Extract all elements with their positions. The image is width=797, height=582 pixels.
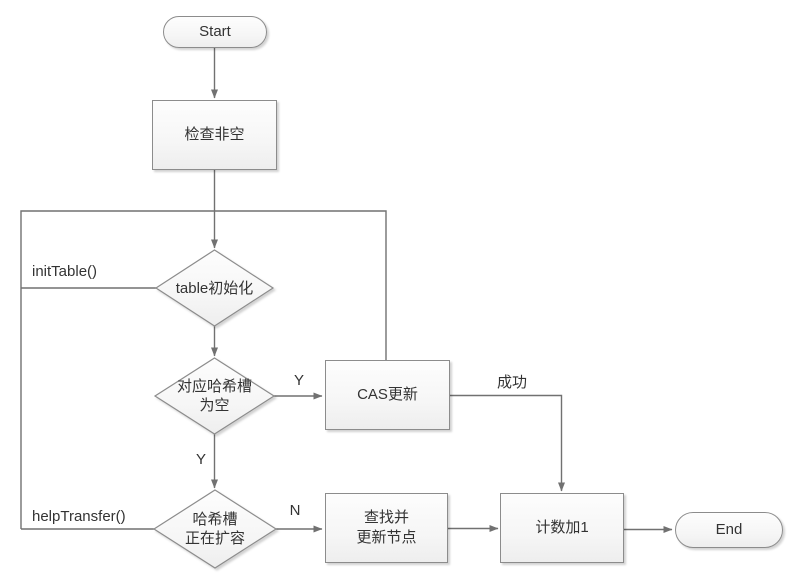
edge-retry-loop (20, 210, 387, 529)
edge-label-init-table: initTable() (32, 263, 98, 280)
node-end: End (675, 512, 783, 548)
edge-label-cas-success: 成功 (496, 374, 527, 391)
edge-label-resizing-no: N (289, 502, 301, 519)
node-find-update-line2: 更新节点 (356, 529, 417, 546)
node-start: Start (163, 16, 267, 48)
decision-slot-resizing-shape (152, 489, 278, 569)
node-increment-count-label: 计数加1 (535, 519, 589, 536)
node-end-label: End (715, 521, 743, 538)
node-increment-count: 计数加1 (500, 493, 624, 563)
edge-label-help-transfer: helpTransfer() (32, 508, 126, 525)
edge-label-slot-empty-yes-down: Y (195, 451, 206, 468)
edge-label-slot-empty-yes-right: Y (293, 372, 304, 389)
node-cas-update: CAS更新 (325, 360, 450, 430)
node-check-nonnull-label: 检查非空 (184, 126, 245, 143)
node-find-update: 查找并 更新节点 (325, 493, 448, 563)
decision-table-init-shape (154, 249, 275, 327)
node-start-label: Start (199, 23, 231, 40)
node-find-update-line1: 查找并 (363, 509, 409, 526)
node-find-update-label: 查找并 更新节点 (356, 508, 416, 548)
node-check-nonnull: 检查非空 (152, 100, 277, 170)
decision-slot-empty-shape (153, 357, 276, 435)
edge-cas-to-count (450, 394, 565, 492)
node-cas-update-label: CAS更新 (357, 386, 418, 403)
